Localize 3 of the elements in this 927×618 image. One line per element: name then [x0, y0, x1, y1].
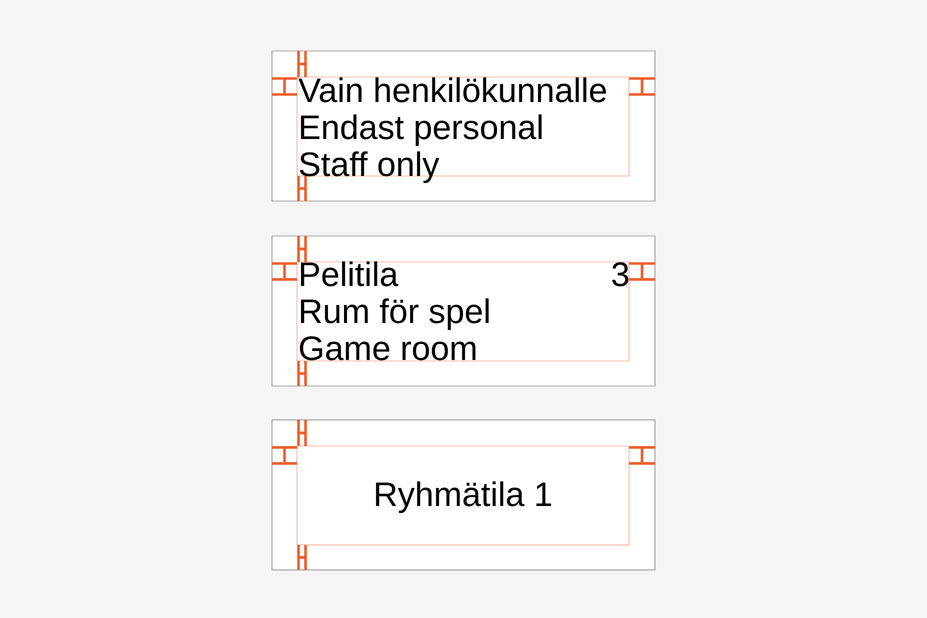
sign-panel: Ryhmätila 1: [272, 420, 656, 570]
sign-panel: Pelitila 3 Rum för spel Game room: [272, 236, 656, 386]
sign-panel: Vain henkilökunnalle Endast personal Staff only: [272, 50, 656, 202]
